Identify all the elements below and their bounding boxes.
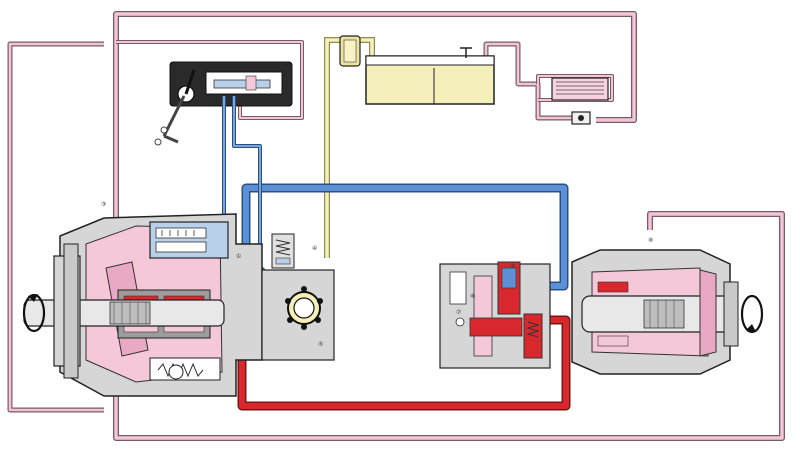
case-drain-lines xyxy=(7,11,785,441)
callout-motor-case: ⑧ xyxy=(648,237,653,244)
filter-icon xyxy=(339,35,361,67)
charge-relief-valve: ④ xyxy=(271,233,317,269)
callout-motor-valve-a: ⑥ xyxy=(470,293,475,300)
oil-cooler-icon xyxy=(551,77,609,101)
motor-valve-block: ⑥ ⑦ ② xyxy=(439,261,551,369)
callout-pump-case: ③ xyxy=(101,201,106,208)
servo-piston xyxy=(149,221,229,259)
callout-pump-servo: ① xyxy=(236,253,241,260)
callout-charge-relief: ④ xyxy=(312,245,317,252)
control-lever-icon xyxy=(154,69,196,146)
callout-control-valve: ② xyxy=(510,263,515,270)
output-shaft-rotation-icon xyxy=(740,294,764,334)
gear-pump-icon: ⑤ xyxy=(285,286,323,348)
control-valve-block xyxy=(154,61,293,146)
servo-spring xyxy=(149,357,221,381)
callout-motor-valve-b: ⑦ xyxy=(456,309,461,316)
rotation-arrow-icon xyxy=(22,293,46,333)
callout-charge-pump: ⑤ xyxy=(318,341,323,348)
reservoir-icon xyxy=(365,47,495,105)
variable-displacement-pump: ③ ① xyxy=(22,201,263,397)
cooler-bypass-valve-icon xyxy=(571,111,591,125)
fixed-displacement-motor: ⑧ xyxy=(571,237,739,375)
